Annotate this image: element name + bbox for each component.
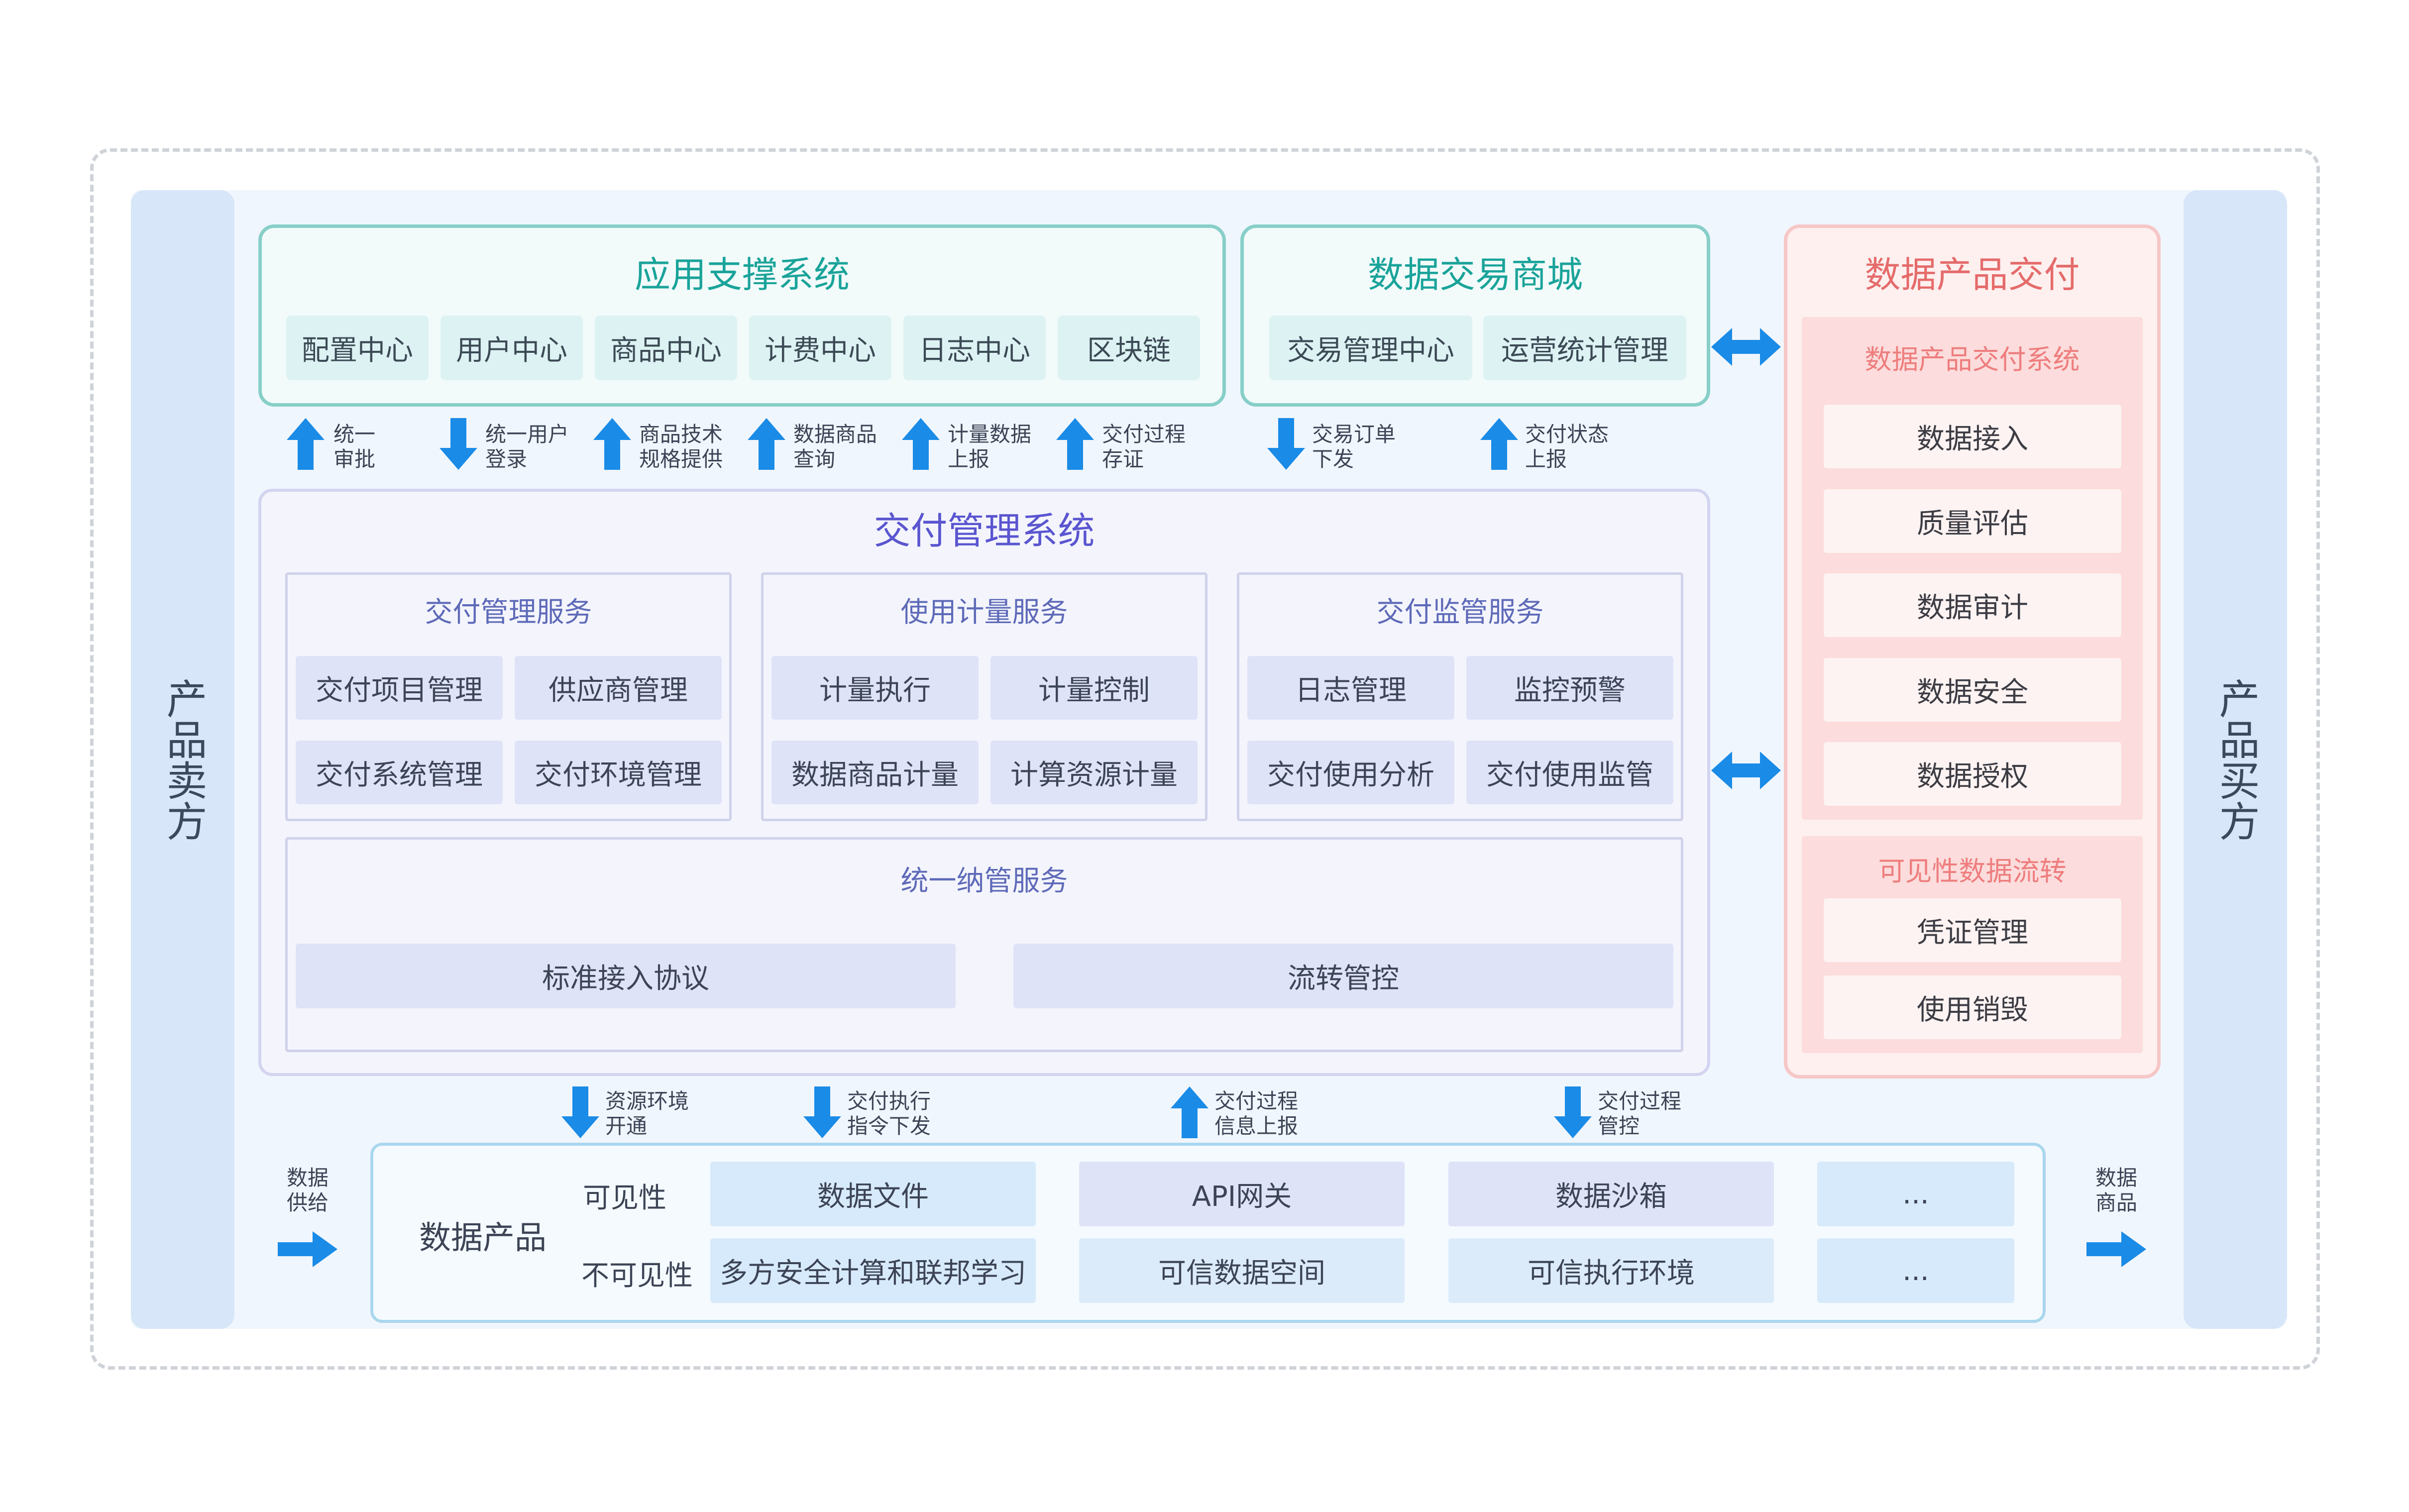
chip-credential-mgmt: 凭证管理 <box>1824 898 2121 962</box>
config-center-chip: 配置中心 <box>286 316 429 380</box>
visible-label: 可见性 <box>583 1182 666 1214</box>
service-supervision-title: 交付监管服务 <box>1376 596 1544 629</box>
delivery-mgmt-title: 交付管理系统 <box>874 509 1095 552</box>
chip-meter-exec: 计量执行 <box>771 656 979 720</box>
chip-standard-protocol: 标准接入协议 <box>296 944 956 1008</box>
billing-center-chip: 计费中心 <box>749 316 891 380</box>
data-product-title: 数据产品 <box>419 1220 547 1257</box>
top-arrow-label-6: 交易订单下发 <box>1312 422 1396 471</box>
service-unified-title: 统一纳管服务 <box>900 864 1068 897</box>
goods-center-chip: 商品中心 <box>595 316 737 380</box>
chip-data-access: 数据接入 <box>1824 405 2121 468</box>
chip-data-file: 数据文件 <box>710 1162 1036 1226</box>
data-mall-title: 数据交易商城 <box>1367 253 1583 296</box>
chip-tee: 可信执行环境 <box>1448 1238 1774 1303</box>
buyer-column: 产品买方 <box>2184 190 2287 1329</box>
chip-env-mgmt: 交付环境管理 <box>515 741 722 804</box>
chip-data-authorization: 数据授权 <box>1824 742 2121 806</box>
top-arrow-label-4: 计量数据上报 <box>948 422 1032 471</box>
visibility-flow-title: 可见性数据流转 <box>1878 855 2067 887</box>
log-center-chip: 日志中心 <box>903 316 1046 380</box>
invisible-label: 不可见性 <box>581 1259 693 1292</box>
chip-data-audit: 数据审计 <box>1824 573 2121 637</box>
top-arrow-label-2: 商品技术规格提供 <box>639 422 723 471</box>
bottom-arrow-label-1: 交付执行指令下发 <box>847 1089 931 1138</box>
chip-meter-control: 计量控制 <box>990 656 1198 720</box>
bottom-arrow-label-0: 资源环境开通 <box>605 1089 689 1138</box>
chip-usage-supervision: 交付使用监管 <box>1466 741 1673 804</box>
chip-goods-metering: 数据商品计量 <box>771 741 979 804</box>
chip-supplier-mgmt: 供应商管理 <box>515 656 722 720</box>
delivery-system-panel <box>1802 317 2143 820</box>
trade-mgmt-chip: 交易管理中心 <box>1269 316 1472 380</box>
chip-resource-metering: 计算资源计量 <box>990 741 1198 804</box>
chip-visible-more: ... <box>1817 1162 2014 1226</box>
data-product-delivery-title: 数据产品交付 <box>1864 253 2080 296</box>
app-support-title: 应用支撑系统 <box>634 253 850 296</box>
bottom-arrow-label-3: 交付过程管控 <box>1598 1089 1682 1138</box>
chip-api-gateway: API网关 <box>1079 1162 1405 1226</box>
seller-label: 产品卖方 <box>159 678 207 841</box>
outer-frame <box>90 148 2320 1370</box>
top-arrow-label-5: 交付过程存证 <box>1102 422 1186 471</box>
chip-project-mgmt: 交付项目管理 <box>296 656 503 720</box>
chip-usage-destroy: 使用销毁 <box>1824 975 2121 1039</box>
blockchain-chip: 区块链 <box>1058 316 1200 380</box>
buyer-label: 产品买方 <box>2212 678 2259 841</box>
data-supply-label: 数据供给 <box>286 1166 328 1215</box>
top-arrow-label-3: 数据商品查询 <box>793 422 877 471</box>
data-goods-label: 数据商品 <box>2095 1166 2137 1215</box>
chip-log-mgmt: 日志管理 <box>1247 656 1454 720</box>
top-arrow-label-0: 统一审批 <box>333 422 376 471</box>
user-center-chip: 用户中心 <box>440 316 583 380</box>
delivery-system-title: 数据产品交付系统 <box>1864 343 2080 375</box>
chip-trusted-space: 可信数据空间 <box>1079 1238 1405 1303</box>
chip-data-sandbox: 数据沙箱 <box>1448 1162 1774 1226</box>
service-delivery-mgmt-title: 交付管理服务 <box>425 596 592 629</box>
chip-monitor-alert: 监控预警 <box>1466 656 1673 720</box>
chip-mpc-fl: 多方安全计算和联邦学习 <box>710 1238 1036 1303</box>
chip-data-security: 数据安全 <box>1824 658 2121 722</box>
service-metering-title: 使用计量服务 <box>900 596 1068 629</box>
chip-usage-analysis: 交付使用分析 <box>1247 741 1454 804</box>
chip-flow-control: 流转管控 <box>1013 944 1673 1008</box>
top-arrow-label-1: 统一用户登录 <box>485 422 569 471</box>
bottom-arrow-label-2: 交付过程信息上报 <box>1214 1089 1299 1138</box>
chip-system-mgmt: 交付系统管理 <box>296 741 503 804</box>
chip-invisible-more: ... <box>1817 1238 2014 1303</box>
ops-stats-chip: 运营统计管理 <box>1483 316 1686 380</box>
chip-quality-eval: 质量评估 <box>1824 489 2121 553</box>
seller-column: 产品卖方 <box>131 190 234 1329</box>
top-arrow-label-7: 交付状态上报 <box>1525 422 1609 471</box>
